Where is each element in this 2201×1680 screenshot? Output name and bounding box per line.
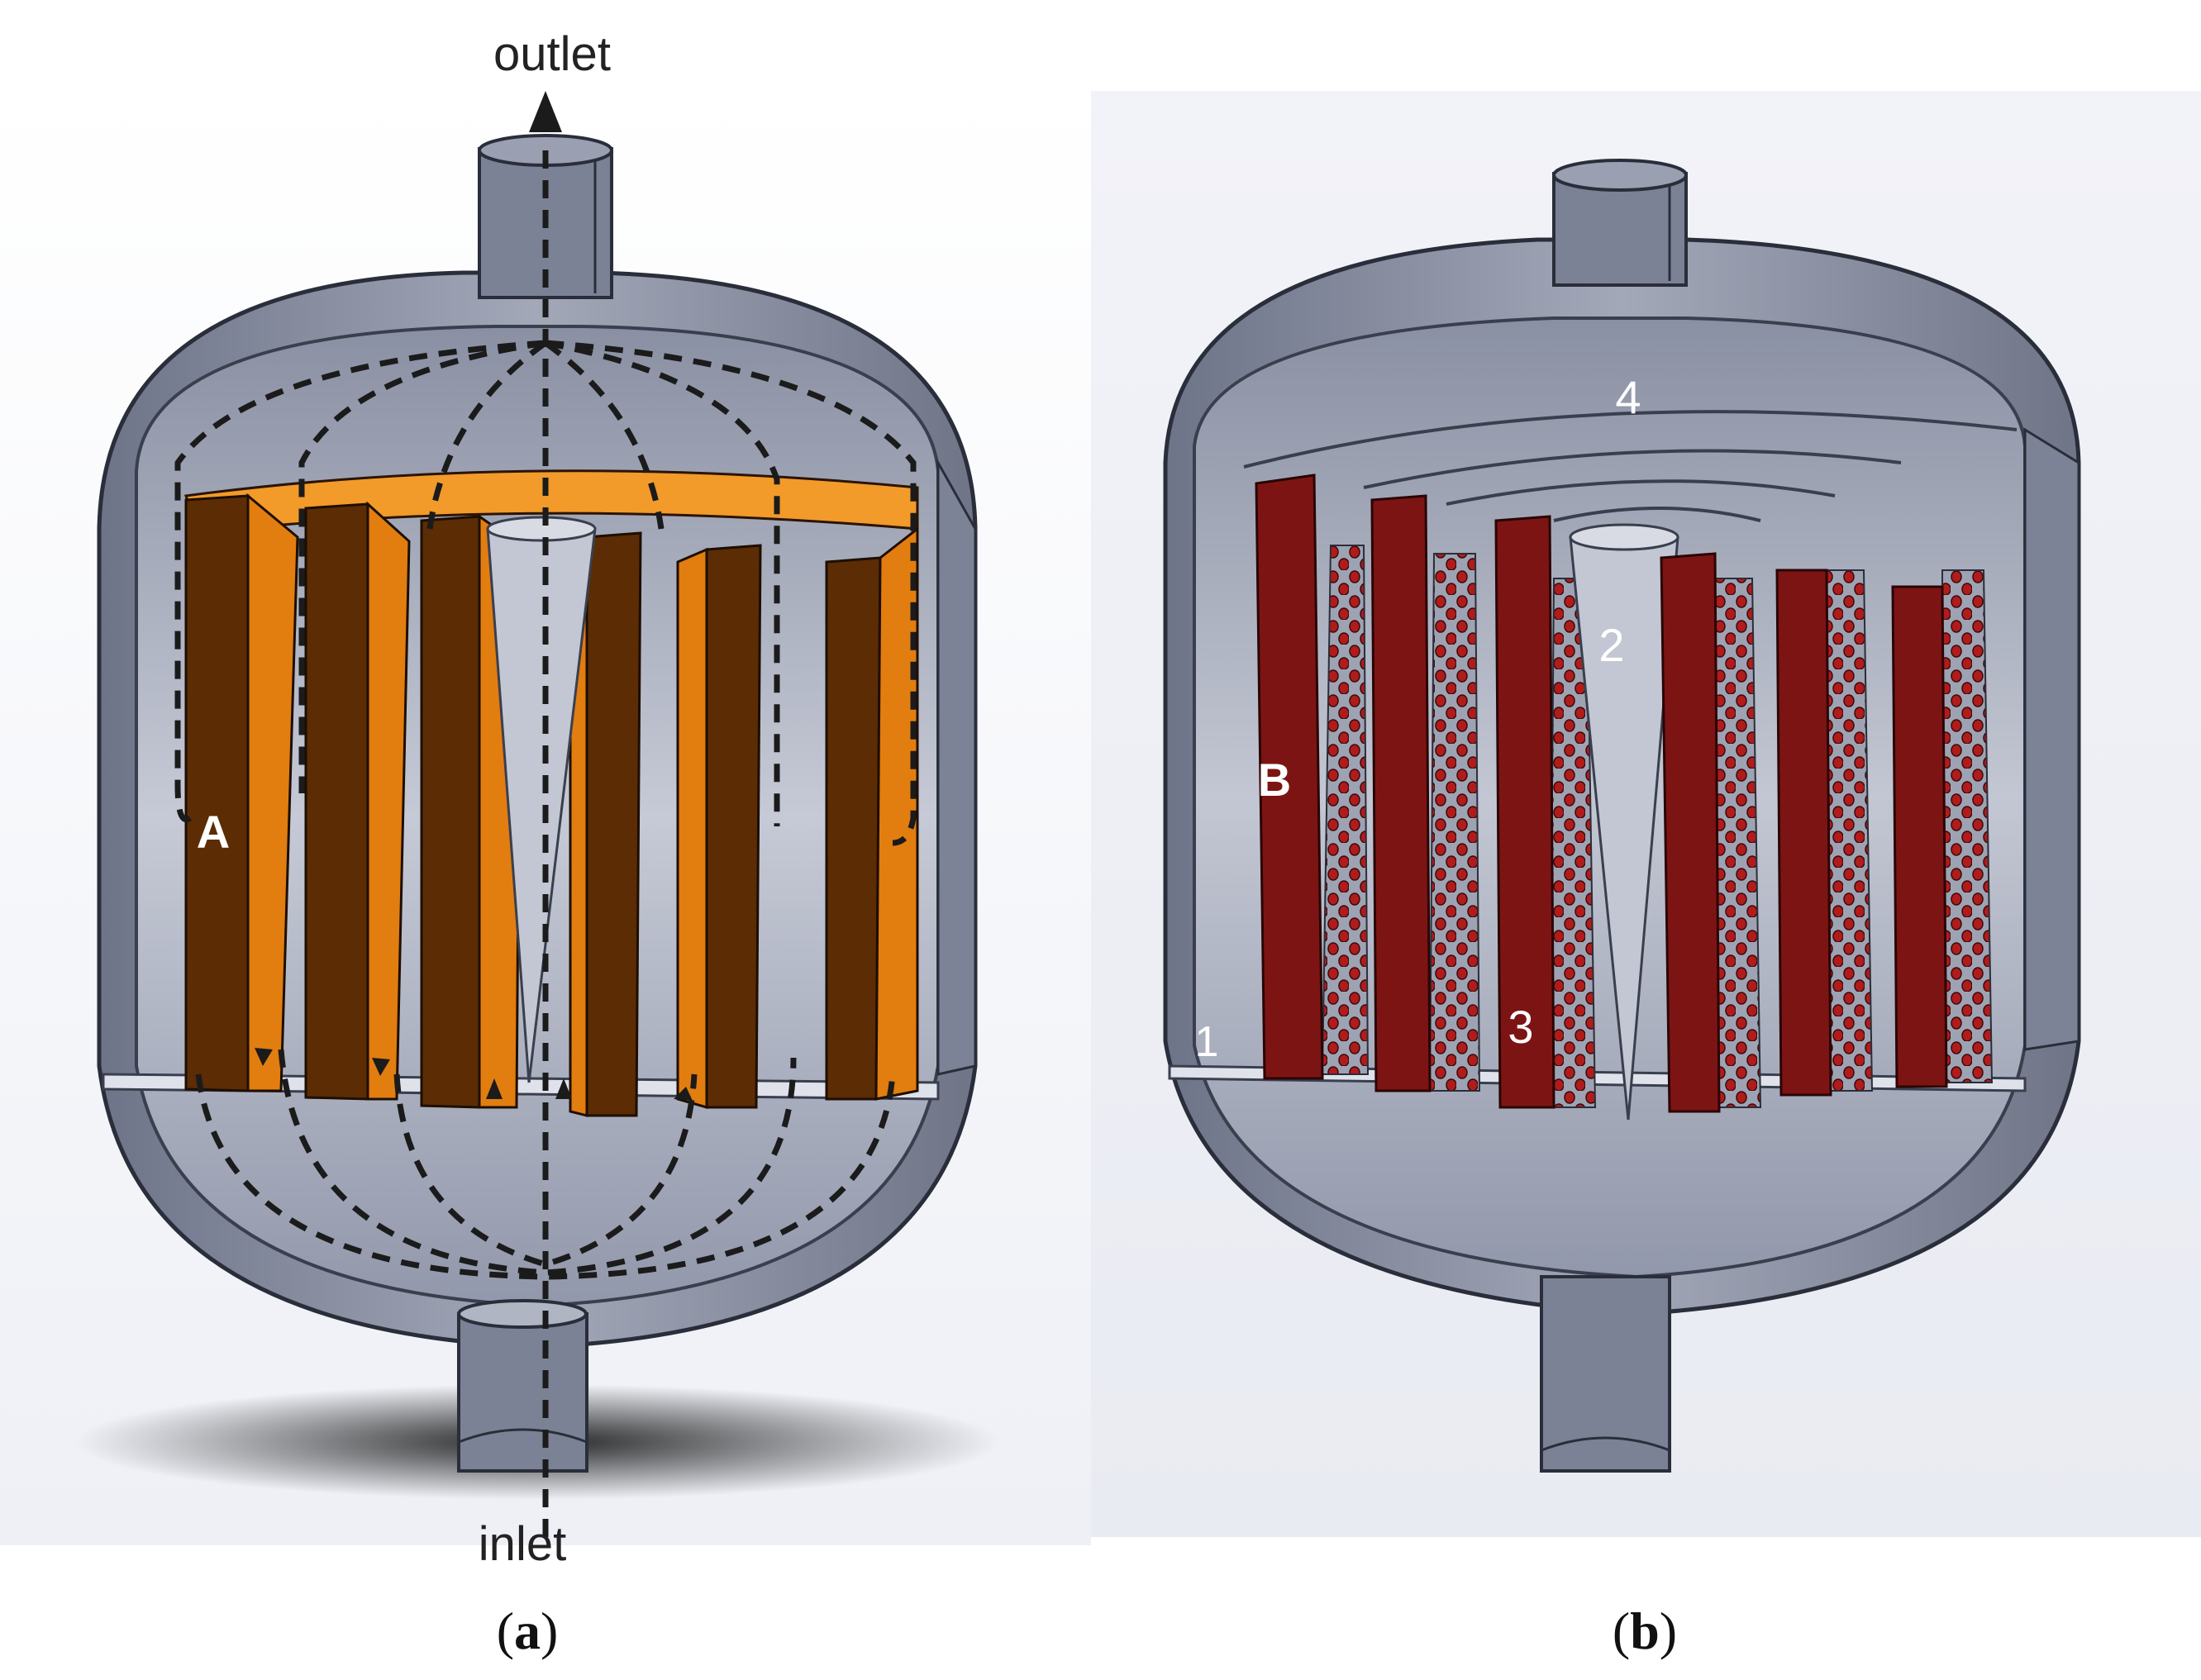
inlet-label: inlet (479, 1517, 566, 1571)
perforated-wall (1713, 578, 1762, 1108)
fin (1370, 494, 1432, 1092)
flow-loop-inner-left (426, 340, 548, 530)
perforated-wall (1428, 553, 1481, 1092)
fin (420, 515, 481, 1109)
arrow-small (486, 1078, 503, 1099)
perforated-walls (1321, 545, 1994, 1108)
flow-loop-bottom-inner (393, 1073, 698, 1268)
fin-array-b (1255, 474, 1948, 1113)
label-2: 2 (1598, 619, 1624, 671)
fin-side (246, 493, 299, 1092)
arrow-outlet (529, 91, 562, 132)
fin-side (874, 526, 919, 1101)
arrow-small (555, 1078, 572, 1099)
fin (1660, 552, 1721, 1113)
shell-wall-section (2023, 427, 2080, 1051)
fin-side (676, 547, 708, 1109)
inlet-nozzle (1540, 1275, 1671, 1473)
shell-wall-section (936, 458, 977, 1076)
fin (1255, 474, 1324, 1080)
ring (1446, 479, 1836, 506)
fin (184, 494, 250, 1092)
caption-a: (a) (497, 1601, 559, 1660)
fin (585, 531, 642, 1117)
fin (304, 502, 369, 1101)
panel-b: 4 2 3 1 B (b) (1091, 0, 2201, 1680)
flow-loop-outer-left (174, 340, 546, 823)
perforated-wall (1321, 545, 1370, 1075)
flow-paths (174, 140, 917, 1537)
fin (1775, 569, 1832, 1097)
ring (1553, 507, 1761, 522)
panel-a: outlet inlet A (a) (0, 0, 1091, 1680)
ring (1363, 449, 1902, 489)
ring (1243, 410, 2018, 469)
outlet-label: outlet (493, 27, 611, 81)
fin-side (366, 501, 411, 1101)
part-label-a: A (197, 806, 230, 858)
baffle-rings (1243, 410, 2018, 522)
arrow-small (255, 1048, 273, 1066)
label-1: 1 (1195, 1018, 1219, 1066)
reactor-a-drawing: outlet inlet A (a) (0, 27, 1091, 1660)
fin (825, 556, 882, 1101)
fin (1494, 515, 1555, 1109)
fin (705, 544, 762, 1109)
label-3: 3 (1508, 1001, 1533, 1053)
caption-b: (b) (1613, 1601, 1677, 1660)
arrow-small (372, 1058, 390, 1076)
perforated-wall (1825, 569, 1874, 1092)
label-4: 4 (1615, 371, 1641, 423)
flow-loop-bottom-outer (278, 1049, 797, 1276)
flow-loop-inner-right (543, 340, 665, 530)
inlet-nozzle (457, 1312, 588, 1473)
fin-array-a (184, 493, 919, 1117)
perforated-wall (1941, 569, 1994, 1083)
reactor-b-drawing: 4 2 3 1 B (b) (1091, 91, 2201, 1660)
arrow-small (674, 1087, 693, 1101)
flow-arrows (255, 91, 693, 1101)
fin (1891, 585, 1948, 1088)
part-label-b: B (1258, 754, 1291, 806)
